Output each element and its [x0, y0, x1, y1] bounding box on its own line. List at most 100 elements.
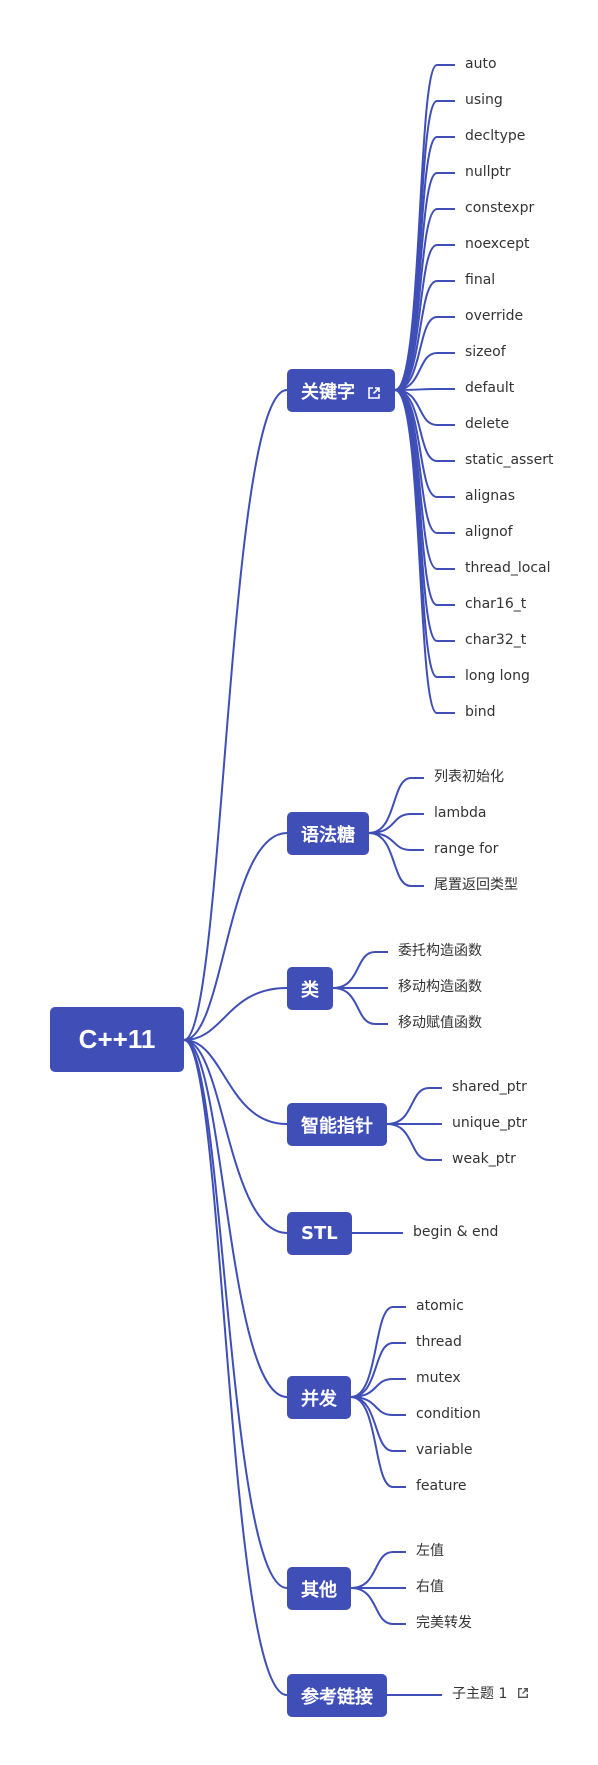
subtopic[interactable]: 委托构造函数	[398, 942, 482, 960]
branch-child-connector	[394, 388, 455, 391]
subtopic[interactable]: feature	[416, 1477, 467, 1495]
subtopic[interactable]: mutex	[416, 1369, 461, 1387]
subtopic[interactable]: char32_t	[465, 631, 526, 649]
subtopic-label: 移动构造函数	[398, 979, 482, 995]
root-branch-connector	[183, 1039, 288, 1234]
branch-label: 其他	[301, 1579, 337, 1601]
subtopic[interactable]: static_assert	[465, 451, 553, 469]
branch-child-connector	[350, 1396, 406, 1488]
root-branch-connector	[183, 1039, 288, 1398]
branch-label: 并发	[301, 1388, 337, 1410]
subtopic[interactable]: range for	[434, 840, 498, 858]
subtopic[interactable]: constexpr	[465, 199, 534, 217]
subtopic[interactable]: thread_local	[465, 559, 551, 577]
subtopic-label: range for	[434, 841, 499, 857]
branch-topic[interactable]: STL	[287, 1212, 352, 1255]
subtopic-label: shared_ptr	[452, 1079, 527, 1095]
subtopic-label: auto	[465, 56, 497, 72]
branch-child-connector	[394, 280, 455, 391]
subtopic-label: bind	[465, 704, 496, 720]
root-branch-connector	[183, 832, 288, 1041]
branch-child-connector	[368, 832, 424, 887]
branch-topic[interactable]: 关键字	[287, 369, 395, 412]
subtopic[interactable]: 尾置返回类型	[434, 876, 518, 894]
subtopic[interactable]: alignof	[465, 523, 513, 541]
root-topic[interactable]: C++11	[50, 1007, 184, 1072]
branch-child-connector	[368, 777, 424, 834]
subtopic[interactable]: auto	[465, 55, 497, 73]
branch-child-connector	[350, 1587, 406, 1625]
subtopic[interactable]: delete	[465, 415, 509, 433]
branch-child-connector	[350, 1396, 406, 1416]
subtopic-label: 子主题 1	[452, 1686, 508, 1702]
branch-topic[interactable]: 语法糖	[287, 812, 369, 855]
subtopic[interactable]: alignas	[465, 487, 515, 505]
branch-topic[interactable]: 类	[287, 967, 333, 1010]
branch-child-connector	[350, 1306, 406, 1398]
subtopic[interactable]: 左值	[416, 1542, 444, 1560]
subtopic[interactable]: decltype	[465, 127, 525, 145]
branch-child-connector	[394, 389, 455, 714]
subtopic[interactable]: 列表初始化	[434, 768, 504, 786]
branch-child-connector	[332, 951, 388, 989]
branch-child-connector	[350, 1378, 406, 1398]
subtopic[interactable]: long long	[465, 667, 530, 685]
subtopic[interactable]: atomic	[416, 1297, 464, 1315]
branch-child-connector	[332, 987, 388, 1025]
subtopic-label: 右值	[416, 1579, 444, 1595]
external-link-icon[interactable]	[367, 386, 381, 400]
subtopic[interactable]: 子主题 1	[452, 1685, 529, 1703]
subtopic-label: unique_ptr	[452, 1115, 528, 1131]
subtopic-label: variable	[416, 1442, 473, 1458]
subtopic[interactable]: 移动赋值函数	[398, 1014, 482, 1032]
subtopic-label: thread	[416, 1334, 462, 1350]
subtopic[interactable]: shared_ptr	[452, 1078, 527, 1096]
branch-child-connector	[394, 244, 455, 391]
subtopic[interactable]: begin & end	[413, 1223, 498, 1241]
subtopic-label: 尾置返回类型	[434, 877, 518, 893]
subtopic[interactable]: noexcept	[465, 235, 530, 253]
subtopic-label: using	[465, 92, 503, 108]
subtopic[interactable]: unique_ptr	[452, 1114, 527, 1132]
subtopic[interactable]: thread	[416, 1333, 462, 1351]
subtopic[interactable]: sizeof	[465, 343, 506, 361]
root-branch-connector	[183, 1039, 288, 1589]
root-branch-connector	[183, 1039, 288, 1125]
subtopic-label: weak_ptr	[452, 1151, 516, 1167]
subtopic[interactable]: char16_t	[465, 595, 526, 613]
branch-child-connector	[350, 1342, 406, 1398]
external-link-icon[interactable]	[517, 1687, 529, 1699]
subtopic[interactable]: variable	[416, 1441, 472, 1459]
subtopic[interactable]: using	[465, 91, 503, 109]
root-branch-connector	[183, 1039, 288, 1696]
branch-child-connector	[386, 1123, 442, 1161]
subtopic[interactable]: 右值	[416, 1578, 444, 1596]
branch-child-connector	[368, 832, 424, 851]
subtopic[interactable]: default	[465, 379, 514, 397]
subtopic-label: final	[465, 272, 496, 288]
branch-topic[interactable]: 参考链接	[287, 1674, 387, 1717]
subtopic[interactable]: weak_ptr	[452, 1150, 516, 1168]
subtopic[interactable]: override	[465, 307, 523, 325]
root-branch-connector	[183, 389, 288, 1041]
subtopic-label: default	[465, 380, 515, 396]
subtopic-label: char16_t	[465, 596, 527, 612]
subtopic[interactable]: 完美转发	[416, 1614, 472, 1632]
subtopic[interactable]: final	[465, 271, 495, 289]
subtopic[interactable]: lambda	[434, 804, 486, 822]
branch-topic[interactable]: 智能指针	[287, 1103, 387, 1146]
branch-topic[interactable]: 并发	[287, 1376, 351, 1419]
subtopic-label: delete	[465, 416, 510, 432]
subtopic[interactable]: nullptr	[465, 163, 511, 181]
subtopic[interactable]: condition	[416, 1405, 481, 1423]
subtopic-label: sizeof	[465, 344, 506, 360]
subtopic[interactable]: bind	[465, 703, 496, 721]
subtopic[interactable]: 移动构造函数	[398, 978, 482, 996]
subtopic-label: 左值	[416, 1543, 444, 1559]
subtopic-label: alignas	[465, 488, 515, 504]
subtopic-label: alignof	[465, 524, 513, 540]
subtopic-label: override	[465, 308, 524, 324]
branch-topic[interactable]: 其他	[287, 1567, 351, 1610]
branch-label: STL	[301, 1223, 338, 1244]
subtopic-label: mutex	[416, 1370, 461, 1386]
